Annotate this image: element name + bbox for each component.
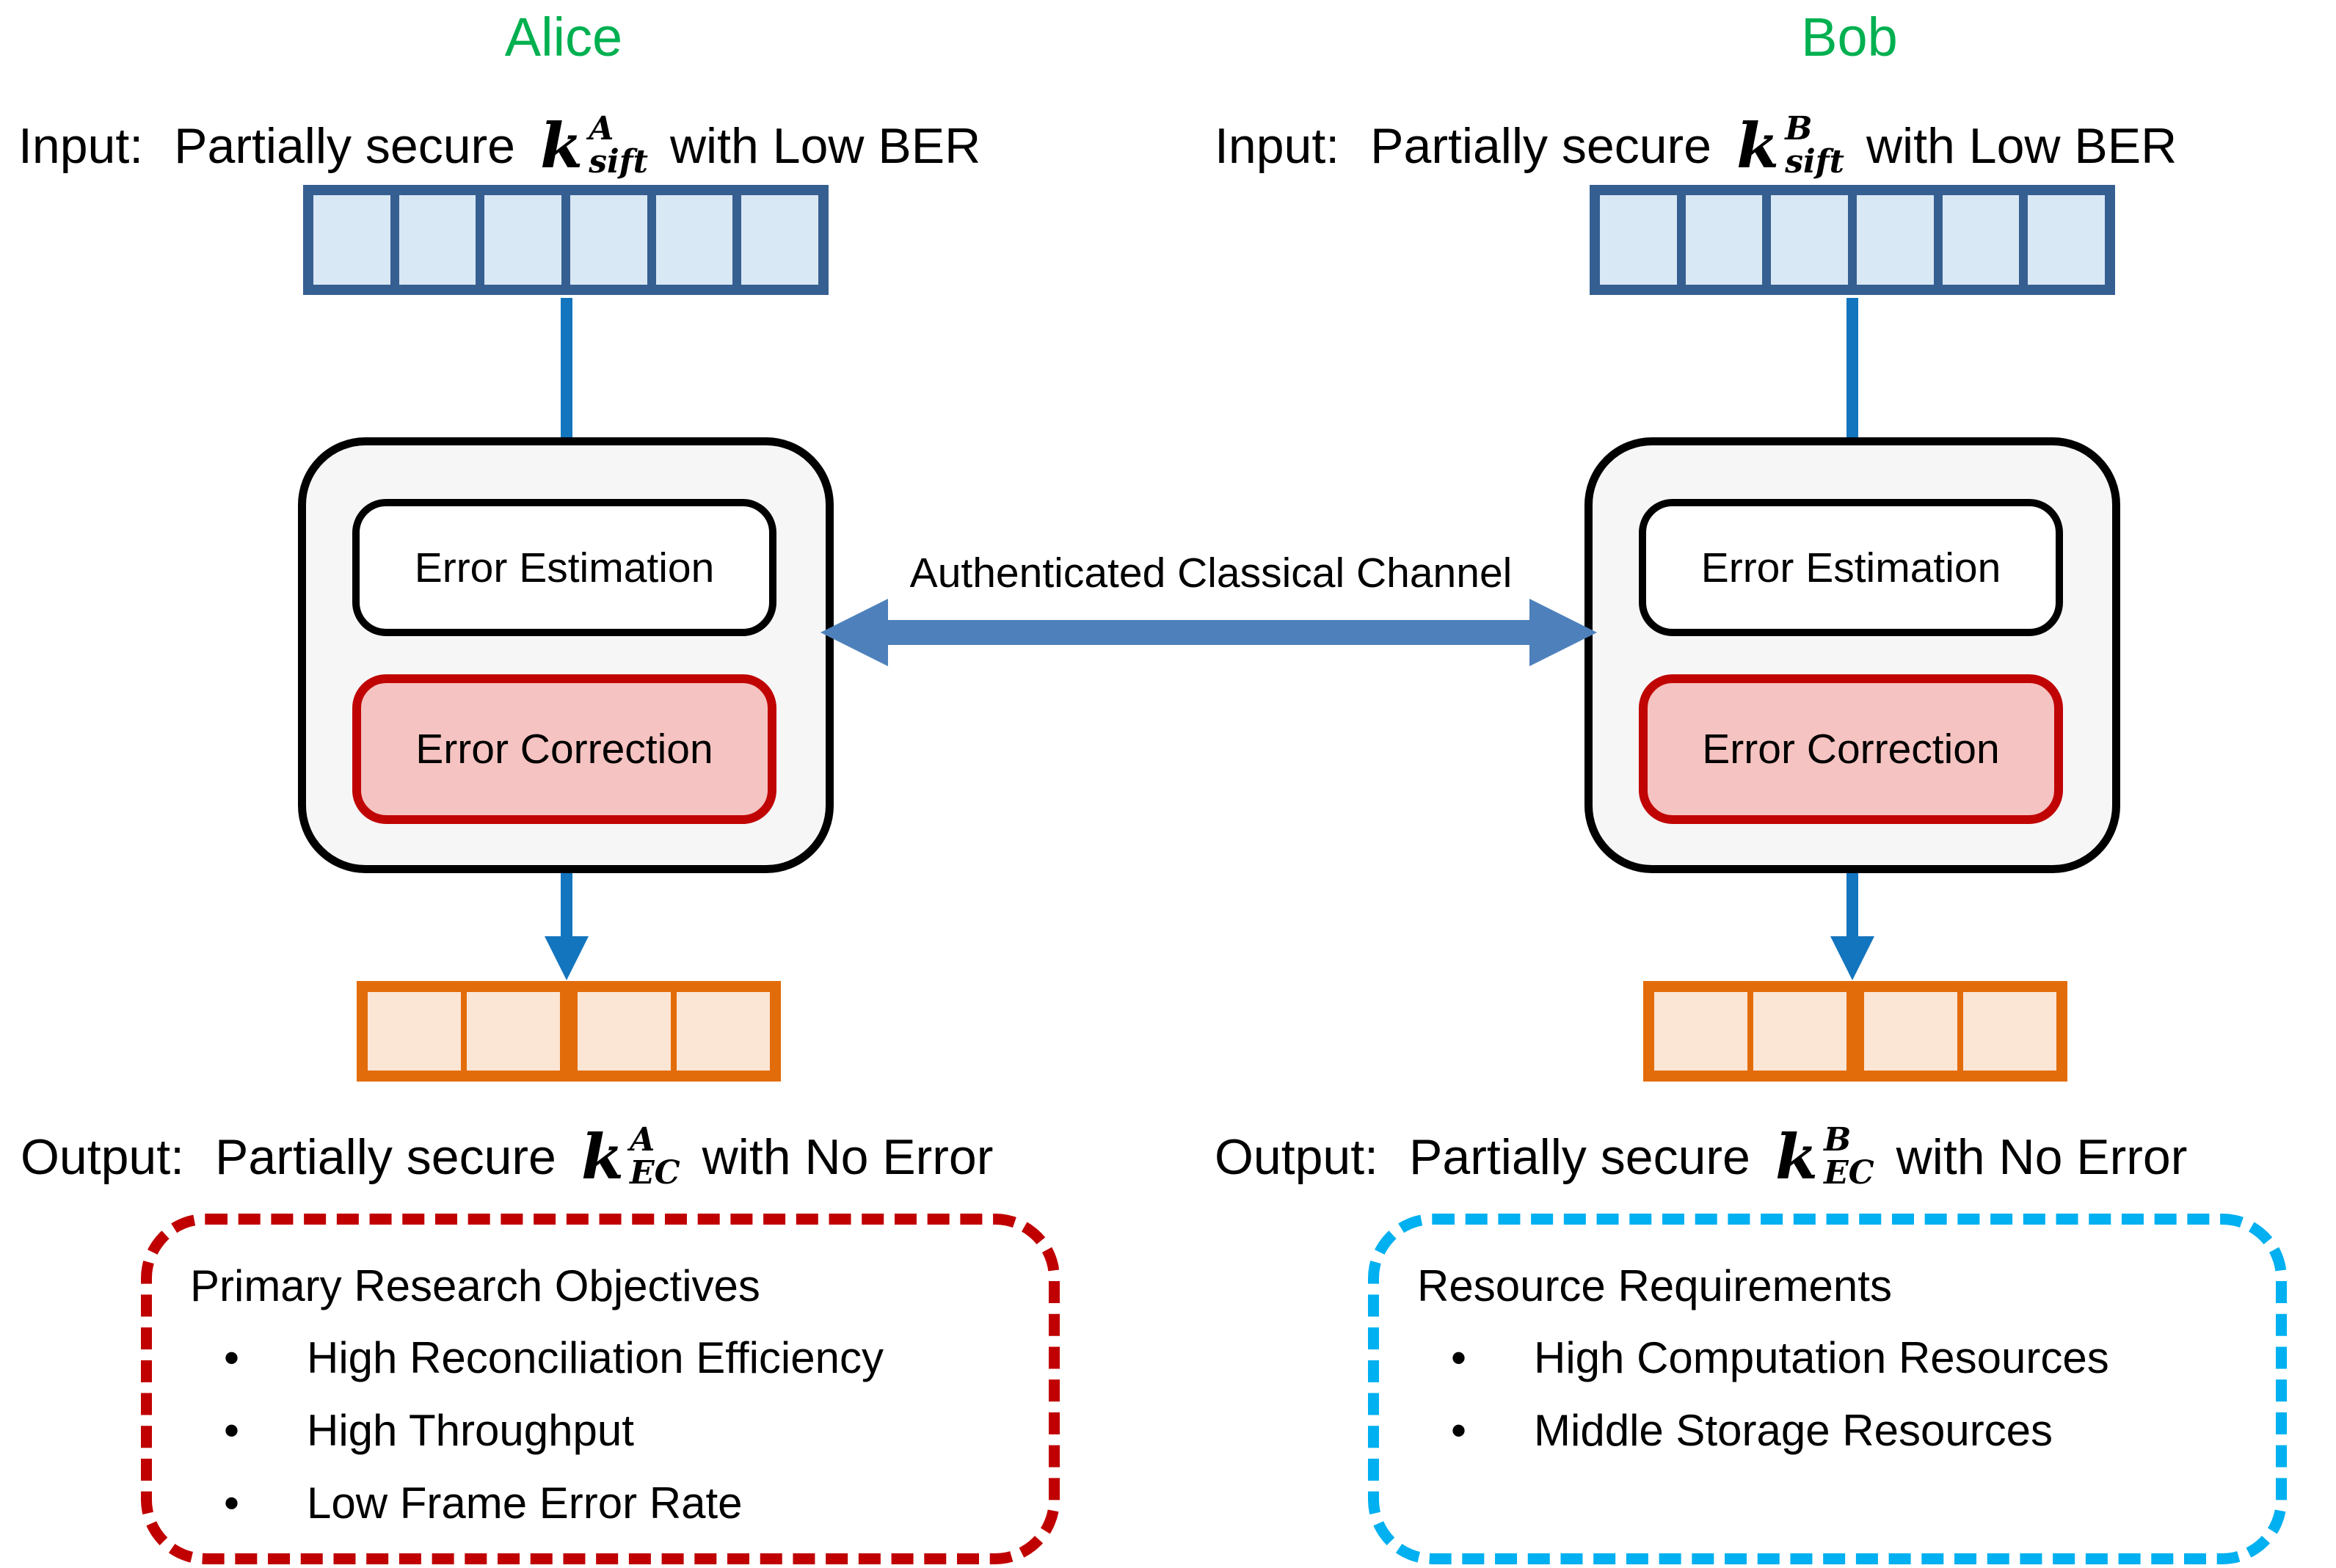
bob-output-arrowhead-icon [1830, 936, 1874, 980]
output-prefix: Output: [1215, 1128, 1379, 1185]
output-suffix: with No Error [1896, 1128, 2188, 1185]
key-subscript: sift [589, 142, 648, 180]
key-superscript: A [589, 109, 614, 147]
key-cell [1654, 992, 1747, 1071]
key-cell [732, 195, 819, 285]
list-item: • Low Frame Error Rate [190, 1467, 1027, 1539]
alice-input-caption: Input: Partially secure k A sift with Lo… [18, 85, 980, 206]
key-cell [368, 992, 461, 1071]
bob-input-arrow [1846, 298, 1858, 451]
key-symbol-sift-b: k B sift [1736, 109, 1844, 182]
key-superscript: A [630, 1120, 655, 1159]
key-cell [390, 195, 476, 285]
alice-output-arrowhead-icon [545, 936, 589, 980]
key-letter: k [1736, 109, 1780, 182]
bob-input-caption: Input: Partially secure k B sift with Lo… [1215, 85, 2177, 206]
key-cell [313, 195, 390, 285]
bob-sifted-key-bar [1590, 185, 2115, 295]
output-descriptor: Partially secure [1409, 1128, 1750, 1185]
key-cell [461, 992, 560, 1071]
objectives-title: Primary Research Objectives [190, 1261, 760, 1310]
error-estimation-label: Error Estimation [1700, 544, 2001, 591]
key-cell [1676, 195, 1763, 285]
key-symbol-ec-b: k B EC [1775, 1120, 1874, 1193]
key-cell [476, 195, 562, 285]
key-cell [1846, 992, 1957, 1071]
input-prefix: Input: [18, 117, 144, 174]
key-cell [1933, 195, 2020, 285]
error-correction-label: Error Correction [1702, 726, 2000, 773]
output-descriptor: Partially secure [215, 1128, 556, 1185]
channel-arrowhead-left-icon [820, 599, 888, 666]
error-correction-label: Error Correction [415, 726, 713, 773]
key-letter: k [581, 1120, 625, 1193]
key-subscript: sift [1785, 142, 1844, 180]
input-descriptor: Partially secure [1370, 117, 1711, 174]
key-subscript: EC [1824, 1153, 1874, 1192]
bob-error-correction-box: Error Correction [1639, 674, 2063, 824]
key-cell [671, 992, 770, 1071]
list-item: • High Throughput [190, 1394, 1027, 1467]
list-item: • High Reconciliation Efficiency [190, 1321, 1027, 1394]
list-item: • Middle Storage Resources [1417, 1394, 2254, 1467]
key-superscript: B [1824, 1120, 1852, 1159]
input-suffix: with Low BER [1866, 117, 2177, 174]
primary-objectives-box: Primary Research Objectives • High Recon… [141, 1214, 1060, 1564]
key-cell [1600, 195, 1677, 285]
resources-title: Resource Requirements [1417, 1261, 1892, 1310]
objective-text: High Throughput [307, 1406, 634, 1455]
key-cell [561, 195, 647, 285]
input-suffix: with Low BER [669, 117, 981, 174]
key-cell [2019, 195, 2106, 285]
key-cell [1762, 195, 1849, 285]
output-prefix: Output: [21, 1128, 185, 1185]
objective-text: High Reconciliation Efficiency [307, 1333, 884, 1382]
list-item: • High Computation Resources [1417, 1321, 2254, 1394]
bullet-icon: • [1451, 1333, 1467, 1382]
key-cell [1747, 992, 1846, 1071]
bob-error-estimation-box: Error Estimation [1639, 499, 2063, 636]
key-cell [560, 992, 671, 1071]
output-suffix: with No Error [702, 1128, 994, 1185]
alice-input-arrow [561, 298, 572, 451]
alice-sifted-key-bar [303, 185, 829, 295]
key-cell [647, 195, 733, 285]
channel-arrowhead-right-icon [1529, 599, 1597, 666]
resource-requirements-box: Resource Requirements • High Computation… [1368, 1214, 2287, 1564]
key-superscript: B [1785, 109, 1813, 147]
alice-error-correction-box: Error Correction [352, 674, 776, 824]
key-cell [1848, 195, 1934, 285]
resource-text: High Computation Resources [1534, 1333, 2109, 1382]
key-symbol-sift-a: k A sift [539, 109, 648, 182]
party-name-alice: Alice [504, 7, 623, 68]
resource-text: Middle Storage Resources [1534, 1406, 2053, 1455]
key-subscript: EC [630, 1153, 680, 1192]
input-prefix: Input: [1215, 117, 1340, 174]
alice-output-caption: Output: Partially secure k A EC with No … [21, 1096, 993, 1217]
party-name-bob: Bob [1801, 7, 1898, 68]
key-letter: k [539, 109, 583, 182]
error-estimation-label: Error Estimation [414, 544, 715, 591]
channel-arrow [884, 620, 1531, 645]
channel-label: Authenticated Classical Channel [909, 550, 1513, 597]
bullet-icon: • [224, 1333, 240, 1382]
bob-output-caption: Output: Partially secure k B EC with No … [1215, 1096, 2187, 1217]
bob-corrected-key-bar [1643, 981, 2067, 1082]
key-letter: k [1775, 1120, 1819, 1193]
input-descriptor: Partially secure [174, 117, 515, 174]
bullet-icon: • [224, 1406, 240, 1455]
key-symbol-ec-a: k A EC [581, 1120, 680, 1193]
key-cell [1957, 992, 2056, 1071]
alice-error-estimation-box: Error Estimation [352, 499, 776, 636]
bullet-icon: • [224, 1478, 240, 1528]
bullet-icon: • [1451, 1406, 1467, 1455]
alice-corrected-key-bar [357, 981, 781, 1082]
objective-text: Low Frame Error Rate [307, 1478, 743, 1528]
